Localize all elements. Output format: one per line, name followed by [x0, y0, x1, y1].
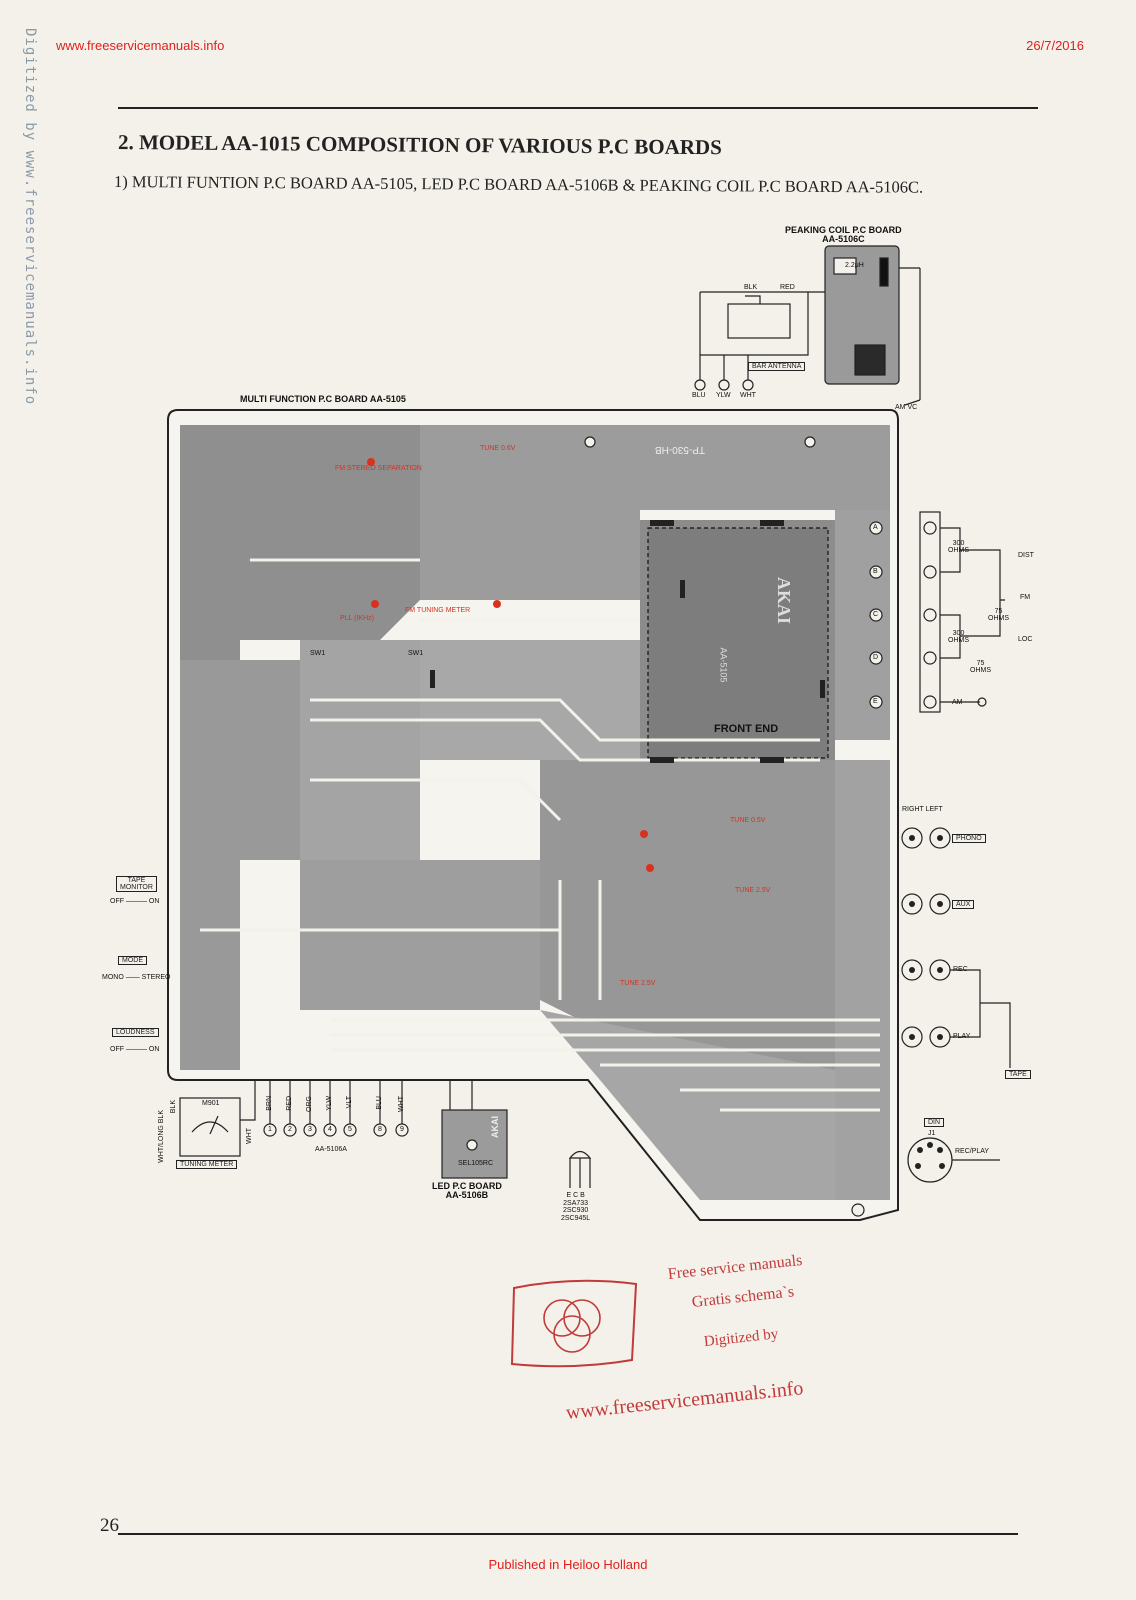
meter-wire-whtlong: WHT/LONG BLK	[158, 1110, 165, 1163]
terminal-b: B	[873, 568, 878, 575]
led-akai-logo: AKAI	[490, 1116, 500, 1138]
loudness-label: LOUDNESS	[112, 1028, 159, 1037]
published-footer: Published in Heiloo Holland	[488, 1557, 648, 1572]
svg-text:FM STEREO SEPARATION: FM STEREO SEPARATION	[335, 465, 422, 472]
meter-part: M901	[202, 1100, 220, 1107]
meter-wire-blk: BLK	[170, 1100, 177, 1114]
svg-text:TUNE 2.5V: TUNE 2.5V	[735, 887, 771, 894]
phono-label: PHONO	[952, 834, 986, 843]
rec-play-label: REC/PLAY	[955, 1148, 990, 1155]
led-board-title: LED P.C BOARD AA-5106B	[432, 1181, 502, 1201]
wire-num-3: 3	[308, 1126, 312, 1133]
j1-label: J1	[928, 1130, 936, 1137]
mode-label: MODE	[118, 956, 147, 965]
header-date: 26/7/2016	[1026, 38, 1084, 53]
sw1-label-a: SW1	[310, 650, 326, 657]
tuning-meter-label: TUNING METER	[176, 1160, 238, 1169]
svg-text:TUNE 0.6V: TUNE 0.6V	[480, 445, 516, 452]
sw1-label-b: SW1	[408, 650, 424, 657]
wire-wht: WHT	[398, 1096, 405, 1112]
side-watermark: Digitized by www.freeservicemanuals.info	[22, 28, 38, 406]
aux-label: AUX	[952, 900, 975, 909]
transistor-info: E C B 2SA733 2SC930 2SC945L	[561, 1192, 591, 1223]
terminal-c: C	[873, 611, 879, 618]
wire-ylw: YLW	[326, 1096, 333, 1111]
svg-text:FM TUNING METER: FM TUNING METER	[405, 607, 470, 614]
wire-blu: BLU	[376, 1096, 383, 1110]
led-part: SEL105RC	[458, 1160, 494, 1167]
peaking-board-title: PEAKING COIL P.C BOARD AA-5106C	[785, 225, 902, 245]
meter-board-code: AA-5106A	[315, 1146, 347, 1153]
wire-red: RED	[286, 1096, 293, 1111]
terminal-a: A	[873, 524, 878, 531]
akai-logo: AKAI	[774, 576, 795, 625]
wire-num-9: 9	[400, 1126, 404, 1133]
wire-brn: BRN	[266, 1096, 273, 1111]
page-number: 26	[100, 1515, 119, 1536]
am-vc-label: AM VC	[895, 404, 918, 411]
multi-board-title: MULTI FUNCTION P.C BOARD AA-5105	[240, 394, 406, 404]
inductor-value: 2.2μH	[845, 262, 864, 269]
terminal-d: D	[873, 654, 879, 661]
terminal-e: E	[873, 698, 878, 705]
antenna-wire-blk: BLK	[744, 284, 758, 291]
ohms-75-a: 75 OHMS	[988, 608, 1009, 622]
mode-states: MONO —— STEREO	[102, 974, 171, 981]
fm-label: FM	[1020, 594, 1031, 601]
front-end-code: AA-5105	[718, 647, 729, 683]
din-label: DIN	[924, 1118, 945, 1127]
ohms-300-a: 300 OHMS	[948, 540, 969, 554]
wire-vlt: VLT	[346, 1096, 353, 1109]
front-end-label: FRONT END	[714, 723, 779, 735]
wire-num-8: 8	[378, 1126, 382, 1133]
ohms-300-b: 300 OHMS	[948, 630, 969, 644]
svg-text:TUNE 2.5V: TUNE 2.5V	[620, 980, 656, 987]
lead-blu: BLU	[692, 392, 706, 399]
tape-label: TAPE	[1005, 1070, 1031, 1079]
ohms-75-b: 75 OHMS	[970, 660, 991, 674]
wire-num-5: 5	[348, 1126, 352, 1133]
top-rule	[118, 107, 1038, 109]
lead-wht: WHT	[740, 392, 756, 399]
watermark-logo-icon	[510, 1279, 638, 1368]
wire-num-2: 2	[288, 1126, 292, 1133]
dist-label: DIST	[1018, 552, 1034, 559]
meter-wire-wht: WHT	[246, 1128, 253, 1144]
svg-text:PLL (IKHz): PLL (IKHz)	[340, 615, 374, 622]
wire-num-1: 1	[268, 1126, 272, 1133]
svg-text:TUNE 0.5V: TUNE 0.5V	[730, 817, 766, 824]
rec-label: REC	[953, 966, 968, 973]
loc-label: LOC	[1018, 636, 1033, 643]
right-left-label: RIGHT LEFT	[902, 806, 943, 813]
play-label: PLAY	[953, 1033, 971, 1040]
bar-antenna-label: BAR ANTENNA	[748, 362, 806, 371]
tuner-code: TP-530-HB	[655, 444, 706, 455]
tape-monitor-states: OFF ——— ON	[110, 898, 160, 905]
bottom-rule	[118, 1533, 1018, 1535]
site-url[interactable]: www.freeservicemanuals.info	[56, 38, 225, 53]
am-label: AM	[952, 699, 963, 706]
loudness-states: OFF ——— ON	[110, 1046, 160, 1053]
tape-monitor-label: TAPE MONITOR	[116, 876, 157, 892]
wire-num-4: 4	[328, 1126, 332, 1133]
lead-ylw: YLW	[716, 392, 731, 399]
antenna-wire-red: RED	[780, 284, 795, 291]
wire-org: ORG	[306, 1096, 313, 1112]
